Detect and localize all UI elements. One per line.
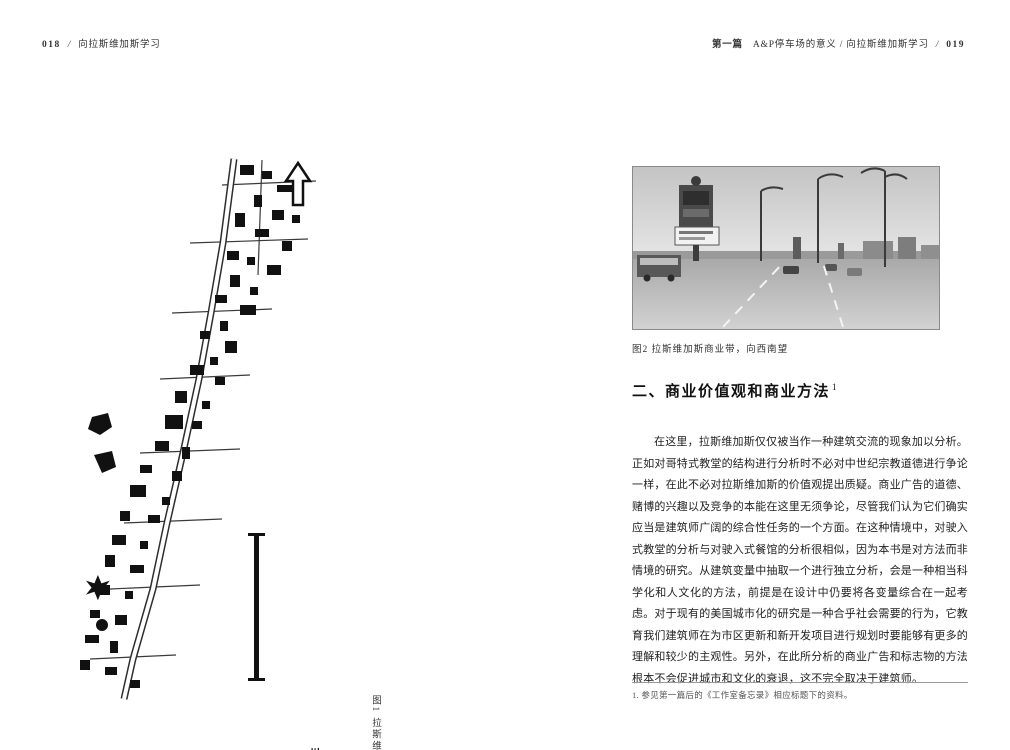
north-arrow-icon — [283, 160, 313, 207]
header-separator: / — [935, 40, 940, 50]
strip-map-drawing — [80, 158, 317, 700]
running-head-left: 018 / 向拉斯维加斯学习 — [42, 36, 161, 50]
map-figure: ONE MILE 图1 拉斯维加斯商业带地图 — [72, 155, 380, 750]
header-separator: / — [67, 40, 72, 50]
chapter-title: A&P停车场的意义 / 向拉斯维加斯学习 — [752, 40, 929, 50]
scale-bar — [248, 533, 265, 681]
book-title: 向拉斯维加斯学习 — [78, 40, 161, 50]
cars — [783, 264, 862, 276]
running-head-right: 第一篇 A&P停车场的意义 / 向拉斯维加斯学习 / 019 — [712, 36, 965, 50]
bus — [637, 255, 681, 282]
page-number-right: 019 — [946, 40, 965, 50]
footnote-text: 1. 参见第一篇后的《工作室备忘录》相应标题下的资料。 — [632, 690, 853, 700]
figure2-caption: 图2 拉斯维加斯商业带，向西南望 — [632, 345, 789, 355]
building-footprints — [80, 165, 300, 688]
section-heading-text: 二、商业价值观和商业方法 — [632, 384, 831, 400]
strip-photo — [633, 167, 939, 329]
scale-bar-label: ONE MILE — [310, 720, 322, 750]
footnote-reference: 1 — [832, 382, 839, 392]
casino-sign — [674, 176, 720, 261]
page-number-left: 018 — [42, 40, 61, 50]
footnote-rule — [632, 682, 968, 683]
chapter-label: 第一篇 — [711, 40, 743, 50]
figure1-caption: 图1 拉斯维加斯商业带地图 — [368, 695, 382, 750]
street-lights — [760, 167, 908, 267]
body-paragraph: 在这里，拉斯维加斯仅仅被当作一种建筑交流的现象加以分析。正如对哥特式教堂的结构进… — [632, 436, 968, 685]
photo-figure — [632, 166, 940, 330]
